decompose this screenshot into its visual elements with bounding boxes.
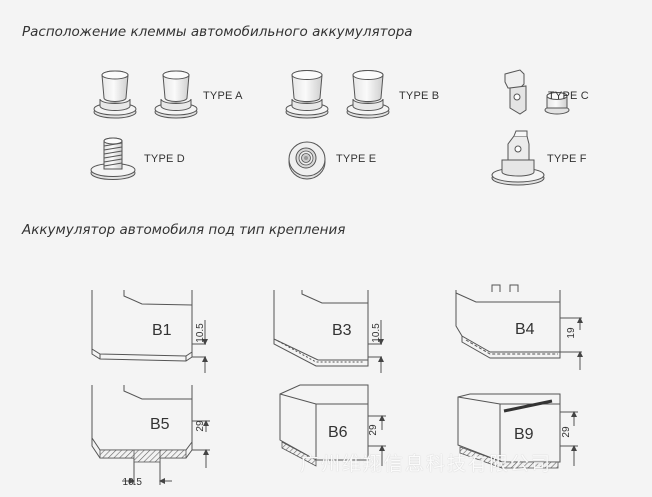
terminal-type-label: TYPE B <box>399 90 440 102</box>
terminal-type-c-drawing <box>504 69 570 115</box>
mount-code-label: B3 <box>332 322 352 339</box>
mount-type-title: Аккумулятор автомобиля под тип крепления <box>22 222 346 238</box>
terminal-type-label: TYPE F <box>547 153 587 165</box>
mount-b1-drawing <box>91 290 208 373</box>
mount-code-label: B4 <box>515 321 535 338</box>
terminal-type-label: TYPE A <box>203 90 243 102</box>
terminal-type-d-drawing <box>90 137 136 180</box>
dimension-label: 29 <box>561 426 572 438</box>
terminal-type-a-drawing <box>93 70 198 119</box>
terminal-type-label: TYPE C <box>548 90 589 102</box>
terminal-type-label: TYPE D <box>144 153 185 165</box>
dimension-label: 10.5 <box>371 323 382 343</box>
mount-b6-drawing <box>279 384 386 466</box>
dimension-label: 10.5 <box>195 323 206 343</box>
mount-code-label: B6 <box>328 424 348 441</box>
mount-b3-drawing <box>273 290 384 373</box>
terminal-type-e-drawing <box>288 141 326 180</box>
b9-hatched-ledge <box>459 446 559 469</box>
terminal-type-label: TYPE E <box>336 153 377 165</box>
b5-hatched-ledge <box>99 449 187 463</box>
b9-top-handle <box>503 399 553 413</box>
mount-b5-drawing <box>91 385 210 485</box>
watermark-text: 广州维翔信息科技有限公司 <box>300 453 553 475</box>
terminal-type-b-drawing <box>285 70 390 119</box>
b5-bottom-dimension-label: 10.5 <box>123 477 143 488</box>
terminal-type-f-drawing <box>491 130 545 186</box>
mount-code-label: B5 <box>150 416 170 433</box>
mount-code-label: B1 <box>152 322 172 339</box>
dimension-label: 29 <box>195 420 206 432</box>
b6-hatched-ledge <box>281 441 317 467</box>
mount-b4-drawing <box>455 284 583 370</box>
dimension-label: 19 <box>566 327 577 339</box>
terminal-location-title: Расположение клеммы автомобильного аккум… <box>22 24 413 40</box>
mount-code-label: B9 <box>514 426 534 443</box>
dimension-label: 29 <box>368 424 379 436</box>
